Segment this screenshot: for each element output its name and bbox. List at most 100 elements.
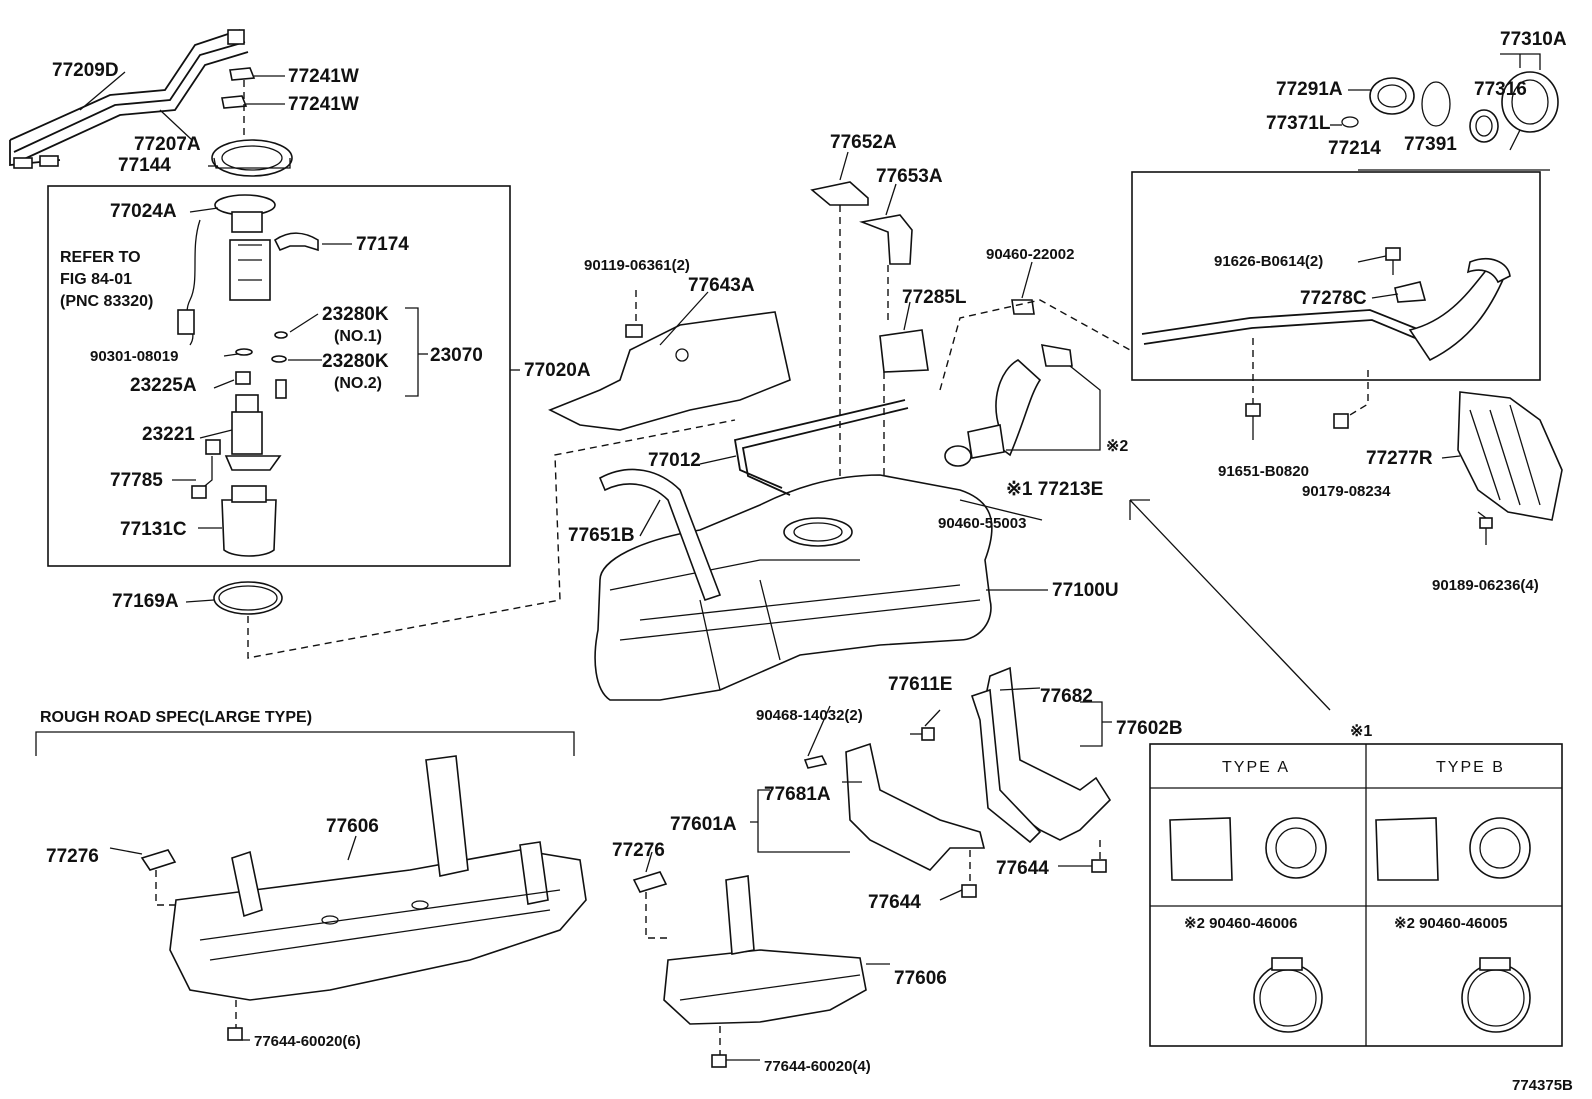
o-ring-90301: [235, 348, 253, 356]
label-77207a: 77207A: [134, 134, 201, 155]
band-77682: [970, 666, 1112, 844]
label-type-a: TYPE A: [1222, 759, 1290, 776]
label-77682: 77682: [1040, 686, 1093, 707]
label-77785: 77785: [110, 470, 163, 491]
bolt-77611e: [910, 727, 935, 741]
protector-77643a: [548, 311, 791, 431]
protector-77653a: [859, 214, 913, 265]
label-77644-center: 77644: [868, 892, 921, 913]
label-77024a: 77024A: [110, 201, 177, 222]
fuel-tube-77012: [733, 399, 909, 496]
label-77012: 77012: [648, 450, 701, 471]
skid-plate-77606-small: [663, 875, 867, 1025]
label-no2: (NO.2): [334, 375, 382, 392]
label-77213e: ※1 77213E: [1006, 479, 1103, 500]
label-90301-08019: 90301-08019: [90, 348, 178, 365]
label-mark1: ※1: [1350, 723, 1372, 740]
label-77644-60020-6: 77644-60020(6): [254, 1033, 361, 1050]
bolt-77644-60020-large: [227, 1000, 243, 1041]
housing-77291a: [1369, 77, 1415, 115]
label-rough-road-spec: ROUGH ROAD SPEC(LARGE TYPE): [40, 709, 312, 726]
protector-77277r: [1457, 391, 1563, 521]
label-77100u: 77100U: [1052, 580, 1119, 601]
label-90460-55003: 90460-55003: [938, 515, 1026, 532]
label-77285l: 77285L: [902, 287, 967, 308]
label-23221: 23221: [142, 424, 195, 445]
label-23280k-no1: 23280K: [322, 304, 389, 325]
diagram-id: 774375B: [1512, 1077, 1573, 1094]
label-77169a: 77169A: [112, 591, 179, 612]
label-91626-b0614: 91626-B0614(2): [1214, 253, 1323, 270]
hose-type-a-detail: [1169, 817, 1327, 881]
label-refer-2: FIG 84-01: [60, 271, 132, 288]
bracket-77174: [273, 232, 319, 252]
bracket-77276-large: [140, 849, 177, 906]
label-90189-06236: 90189-06236(4): [1432, 577, 1539, 594]
label-91651-b0820: 91651-B0820: [1218, 463, 1309, 480]
bracket-77278c: [1394, 281, 1427, 303]
clamp-90460-46005-detail: [1461, 957, 1531, 1033]
bolt-91626: [1385, 247, 1401, 275]
bolt-77644-b: [1091, 840, 1107, 873]
skid-plate-77606-large: [169, 755, 587, 1001]
label-77601a: 77601A: [670, 814, 737, 835]
label-90179-08234: 90179-08234: [1302, 483, 1391, 500]
label-77214: 77214: [1328, 138, 1381, 159]
label-77291a: 77291A: [1276, 79, 1343, 100]
label-77371l: 77371L: [1266, 113, 1331, 134]
label-77316: 77316: [1474, 79, 1527, 100]
label-77020a: 77020A: [524, 360, 591, 381]
label-77653a: 77653A: [876, 166, 943, 187]
label-23225a: 23225A: [130, 375, 197, 396]
label-77131c: 77131C: [120, 519, 187, 540]
label-refer-3: (PNC 83320): [60, 293, 153, 310]
label-type-b: TYPE B: [1436, 759, 1505, 776]
label-77606-large: 77606: [326, 816, 379, 837]
bolt-90119: [625, 290, 643, 338]
clamp-90460-22002: [1011, 299, 1035, 315]
clip-77285l: [879, 329, 929, 373]
label-77276-small: 77276: [612, 840, 665, 861]
fuel-pump-assembly-box: [47, 185, 511, 567]
hose-type-b-detail: [1375, 817, 1531, 881]
label-77652a: 77652A: [830, 132, 897, 153]
label-77241w-lower: 77241W: [288, 94, 359, 115]
label-77241w-upper: 77241W: [288, 66, 359, 87]
label-23280k-no2: 23280K: [322, 351, 389, 372]
gasket-77169a: [213, 581, 283, 615]
pressure-regulator-23225a: [235, 371, 251, 385]
type-pointer-arrow: [1129, 499, 1331, 711]
label-77277r: 77277R: [1366, 448, 1433, 469]
filler-pipe-77214: [1141, 258, 1511, 362]
label-77276-large: 77276: [46, 846, 99, 867]
fuel-pump-23221: [224, 394, 282, 471]
sender-gauge-flange-77024a: [177, 194, 276, 346]
clip-90468: [803, 755, 828, 769]
o-ring-23280k-no1: [274, 331, 288, 339]
part-labels: 77209D 77241W 77241W 77207A 77144 77024A…: [40, 29, 1573, 1094]
clip-77241w-upper: [229, 67, 256, 81]
label-90468-14032: 90468-14032(2): [756, 707, 863, 724]
label-77144: 77144: [118, 155, 171, 176]
cap-77310a: [1501, 71, 1559, 151]
band-77681a: [845, 742, 986, 871]
label-77310a: 77310A: [1500, 29, 1567, 50]
filter-cup-77131c: [221, 485, 277, 557]
label-77611e: 77611E: [888, 674, 952, 695]
leader-lines: [79, 71, 1487, 1061]
type-detail-box: [1149, 743, 1563, 1047]
nut-90179: [1333, 370, 1369, 429]
wire-harness-77785: [191, 439, 221, 499]
label-77681a: 77681A: [764, 784, 831, 805]
valve-part: [275, 379, 287, 399]
label-refer-1: REFER TO: [60, 249, 141, 266]
label-23070: 23070: [430, 345, 483, 366]
label-mark2: ※2: [1106, 438, 1128, 455]
clamp-90460-46006-detail: [1253, 957, 1323, 1033]
label-clamp-90460-46005: ※2 90460-46005: [1394, 915, 1508, 932]
label-90460-22002: 90460-22002: [986, 246, 1074, 263]
clamp-90460-55003: [944, 445, 972, 467]
bolt-77644-60020-small: [711, 1026, 727, 1068]
label-clamp-90460-46006: ※2 90460-46006: [1184, 915, 1298, 932]
